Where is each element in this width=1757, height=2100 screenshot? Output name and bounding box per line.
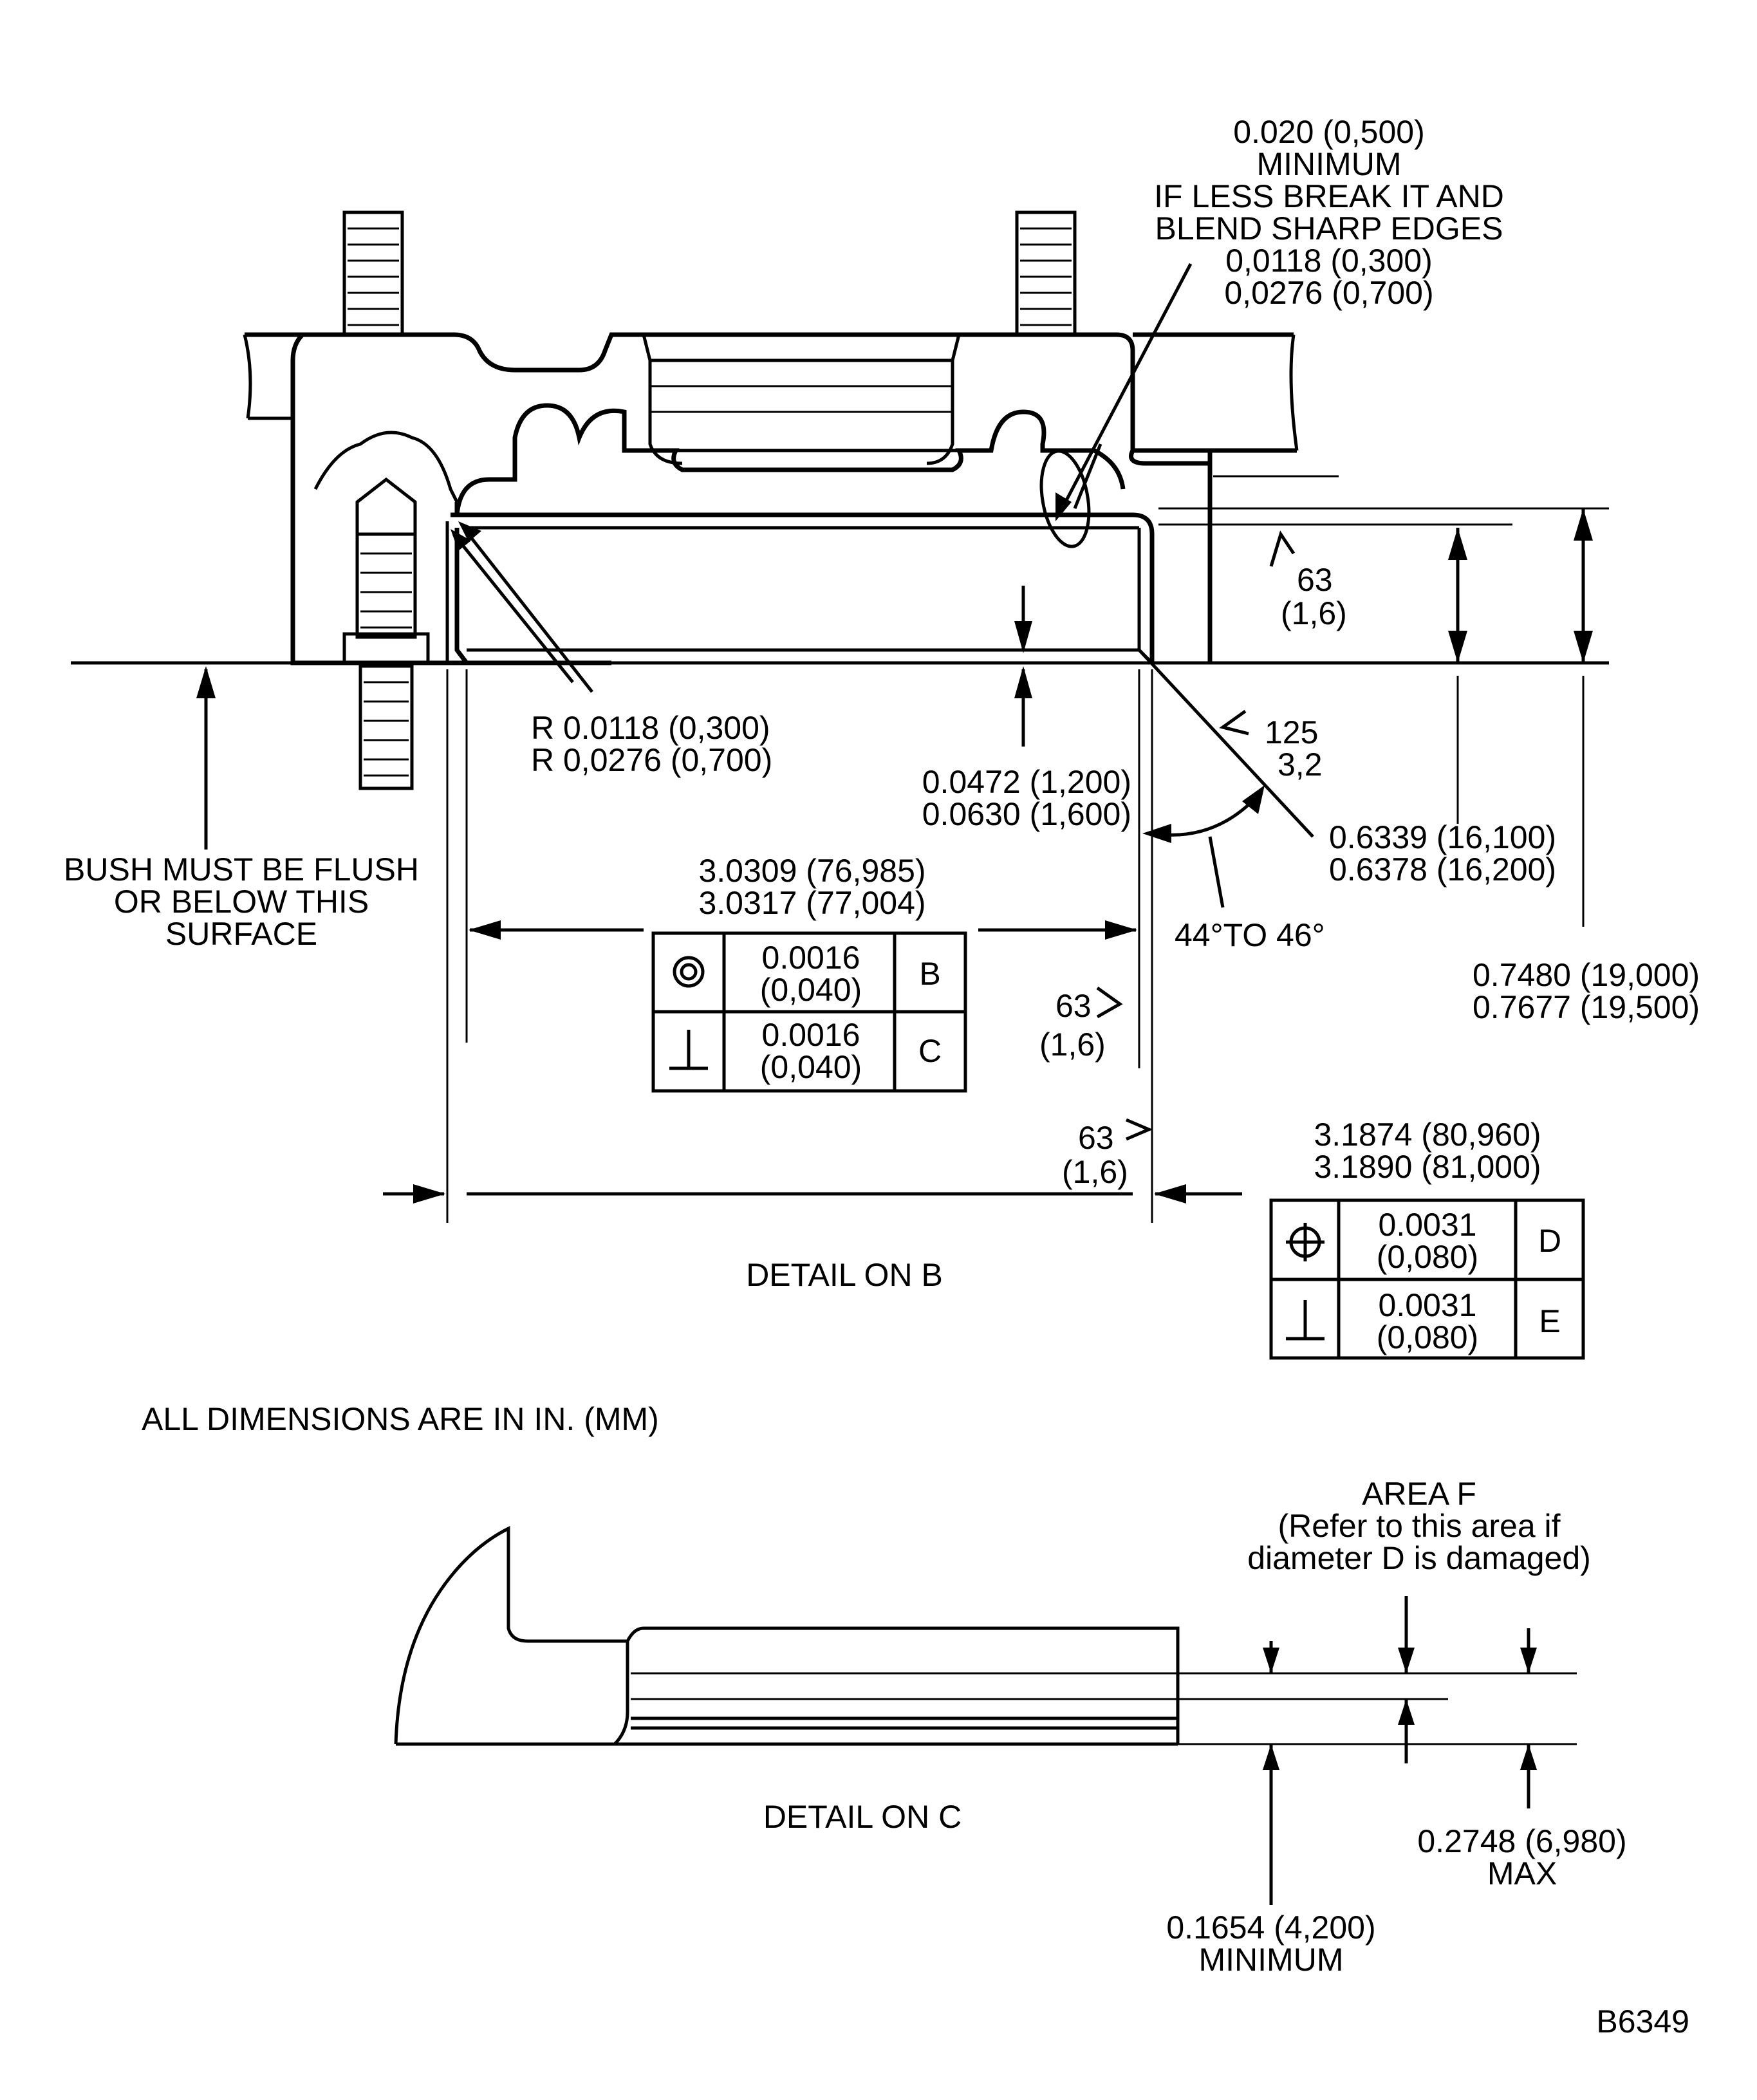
roughness-125-metric: 3,2	[1278, 747, 1323, 783]
area-f-line-1: AREA F	[1362, 1476, 1476, 1512]
fcf-inner-tol-2-mm: (0,040)	[760, 1049, 862, 1085]
dim-chamfer-depth	[1014, 586, 1032, 747]
dim-inner-diameter	[469, 920, 1137, 940]
surface-63-top-value: 63	[1297, 562, 1333, 598]
angle-label: 44°TO 46°	[1175, 917, 1325, 953]
leader-lines	[451, 263, 1314, 908]
edge-note-line-1: 0.020 (0,500)	[1233, 114, 1424, 150]
radius-line-2: R 0,0276 (0,700)	[531, 742, 772, 778]
chamfer-depth-line-1: 0.0472 (1,200)	[922, 764, 1131, 800]
surface-63-top-metric: (1,6)	[1281, 595, 1347, 631]
dim-bush-height	[1448, 528, 1467, 824]
area-f-line-2: (Refer to this area if	[1278, 1508, 1560, 1544]
stud-left	[342, 210, 404, 337]
surface-63-mid-metric: (1,6)	[1039, 1027, 1106, 1063]
fcf-inner-datum-2: C	[918, 1033, 942, 1069]
bush-height-line-2: 0.6378 (16,200)	[1329, 851, 1556, 887]
flush-note-line-3: SURFACE	[165, 916, 317, 952]
outer-diameter-line-2: 3.1890 (81,000)	[1314, 1149, 1541, 1185]
overall-height-line-2: 0.7677 (19,500)	[1473, 989, 1700, 1025]
wall-max-line-1: 0.2748 (6,980)	[1417, 1823, 1626, 1859]
fcf-outer-tol-1-mm: (0,080)	[1377, 1239, 1478, 1275]
detail-c-dimensions	[1263, 1596, 1537, 1905]
fcf-outer-tol-1-in: 0.0031	[1379, 1207, 1477, 1243]
perpendicularity-icon	[1286, 1300, 1325, 1341]
detail-b-caption: DETAIL ON B	[746, 1257, 943, 1293]
fcf-inner-tol-1-in: 0.0016	[762, 940, 860, 976]
edge-note-line-4: BLEND SHARP EDGES	[1155, 210, 1503, 246]
units-note: ALL DIMENSIONS ARE IN IN. (MM)	[142, 1401, 659, 1437]
detail-c-part	[394, 1525, 1577, 1746]
concentricity-icon	[673, 956, 705, 988]
stud-right	[1015, 210, 1077, 337]
inner-diameter-line-2: 3.0317 (77,004)	[698, 885, 925, 921]
fcf-outer	[1269, 1198, 1585, 1360]
figure-id: B6349	[1596, 2003, 1689, 2040]
edge-note-line-3: IF LESS BREAK IT AND	[1154, 178, 1504, 214]
fcf-inner	[651, 931, 967, 1093]
perpendicularity-icon	[669, 1030, 708, 1070]
fcf-outer-tol-2-in: 0.0031	[1379, 1287, 1477, 1323]
flush-arrow	[196, 666, 216, 850]
surface-63-low-value: 63	[1078, 1120, 1114, 1156]
edge-note-line-2: MINIMUM	[1257, 146, 1402, 182]
fcf-outer-datum-2: E	[1539, 1303, 1560, 1339]
housing-outline	[243, 332, 1299, 665]
fcf-outer-datum-1: D	[1538, 1223, 1561, 1259]
dim-overall-height	[1574, 508, 1593, 927]
overall-height-line-1: 0.7480 (19,000)	[1473, 957, 1700, 993]
extension-lines	[446, 475, 1609, 1223]
flush-note-line-1: BUSH MUST BE FLUSH	[64, 851, 419, 887]
edge-note-line-5: 0,0118 (0,300)	[1225, 243, 1433, 279]
edge-note-line-6: 0,0276 (0,700)	[1224, 275, 1433, 311]
surface-63-low-metric: (1,6)	[1062, 1154, 1128, 1190]
wall-max-line-2: MAX	[1487, 1855, 1557, 1891]
wall-min-line-2: MINIMUM	[1199, 1942, 1344, 1978]
screw-left	[342, 477, 430, 790]
radius-line-1: R 0.0118 (0,300)	[531, 710, 770, 746]
detail-c-caption: DETAIL ON C	[763, 1799, 962, 1835]
bush-height-line-1: 0.6339 (16,100)	[1329, 819, 1556, 855]
fcf-outer-tol-2-mm: (0,080)	[1377, 1319, 1478, 1355]
surface-finish-marks	[1096, 530, 1296, 1141]
roughness-125-value: 125	[1265, 714, 1318, 750]
wall-min-line-1: 0.1654 (4,200)	[1166, 1910, 1375, 1946]
fcf-inner-tol-1-mm: (0,040)	[760, 972, 862, 1008]
fcf-inner-datum-1: B	[919, 956, 940, 992]
edge-break-note: 0.020 (0,500) MINIMUM IF LESS BREAK IT A…	[1154, 114, 1504, 311]
surface-63-mid-value: 63	[1055, 988, 1092, 1024]
area-f-line-3: diameter D is damaged)	[1247, 1540, 1591, 1576]
chamfer-depth-line-2: 0.0630 (1,600)	[922, 796, 1131, 832]
flush-note-line-2: OR BELOW THIS	[114, 884, 369, 920]
outer-diameter-line-1: 3.1874 (80,960)	[1314, 1117, 1541, 1153]
inner-diameter-line-1: 3.0309 (76,985)	[698, 853, 925, 889]
dim-outer-diameter	[383, 1184, 1242, 1203]
fcf-inner-tol-2-in: 0.0016	[762, 1017, 860, 1053]
position-icon	[1286, 1223, 1325, 1261]
